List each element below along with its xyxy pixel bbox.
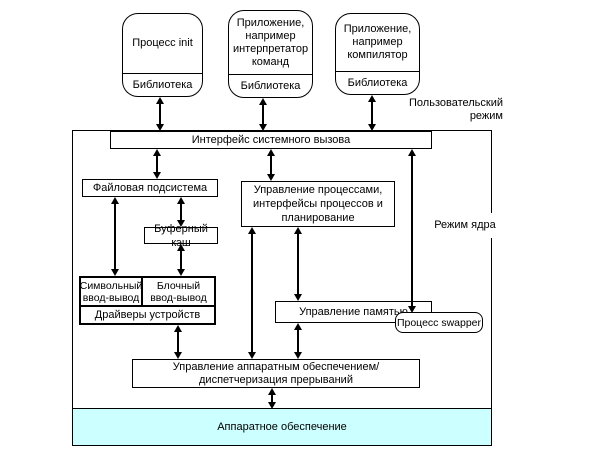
app-compiler-box: Приложение, например компилятор Библиоте… (335, 13, 420, 95)
hardware-layer: Аппаратное обеспечение (72, 408, 492, 446)
arrow-hwctl-to-hardware (268, 388, 277, 409)
hardware-control-line2: диспетчеризация прерываний (199, 373, 353, 386)
memory-management-box: Управление памятью (275, 301, 432, 323)
arrow-syscall-to-process (267, 149, 276, 181)
process-init-box: Процесс init Библиотека (122, 13, 203, 97)
hardware-control-line1: Управление аппаратным обеспечением/ (172, 360, 380, 373)
app-compiler-library-label: Библиотека (336, 71, 419, 94)
arrow-process-to-memory (294, 227, 303, 301)
user-mode-label: Пользовательский режим (409, 97, 503, 122)
arrow-process-to-hwctl (248, 227, 257, 359)
arrow-interpreter-to-syscall (259, 98, 268, 131)
hardware-label: Аппаратное обеспечение (217, 421, 347, 433)
arrow-memory-to-hwctl (294, 323, 303, 359)
app-interpreter-label: Приложение, например интерпретатор коман… (232, 16, 309, 68)
arrow-buffer-to-blockio (177, 244, 186, 276)
swapper-process-box: Процесс swapper (395, 312, 483, 333)
app-compiler-label: Приложение, например компилятор (343, 23, 412, 61)
block-io-cell: Блочный ввод-вывод (150, 279, 207, 304)
arrow-file-to-buffer (177, 197, 186, 227)
arrow-syscall-to-file (153, 149, 162, 179)
arrow-file-to-chario (111, 197, 120, 276)
arrow-syscall-to-swapper (408, 149, 417, 313)
device-drivers-cell: Драйверы устройств (94, 309, 201, 321)
app-interpreter-box: Приложение, например интерпретатор коман… (228, 10, 313, 98)
arrow-init-to-syscall (156, 97, 165, 131)
arrow-drivers-to-hwctl (174, 325, 183, 359)
device-io-box: Символьный ввод-вывод Блочный ввод-вывод… (79, 276, 216, 325)
buffer-cache-box: Буферный кэш (144, 223, 218, 249)
io-cells-row: Символьный ввод-вывод Блочный ввод-вывод (79, 278, 214, 307)
process-init-library-label: Библиотека (123, 73, 202, 96)
file-subsystem-box: Файловая подсистема (82, 179, 218, 197)
arrow-compiler-to-syscall (368, 95, 377, 131)
char-io-cell: Символьный ввод-вывод (79, 278, 143, 305)
syscall-interface-bar: Интерфейс системного вызова (110, 131, 432, 149)
app-interpreter-library-label: Библиотека (229, 74, 312, 97)
process-init-label: Процесс init (132, 37, 193, 49)
kernel-mode-label: Режим ядра (427, 213, 503, 238)
process-control-box: Управление процессами, интерфейсы процес… (241, 181, 395, 227)
hardware-control-box: Управление аппаратным обеспечением/ дисп… (132, 359, 420, 388)
